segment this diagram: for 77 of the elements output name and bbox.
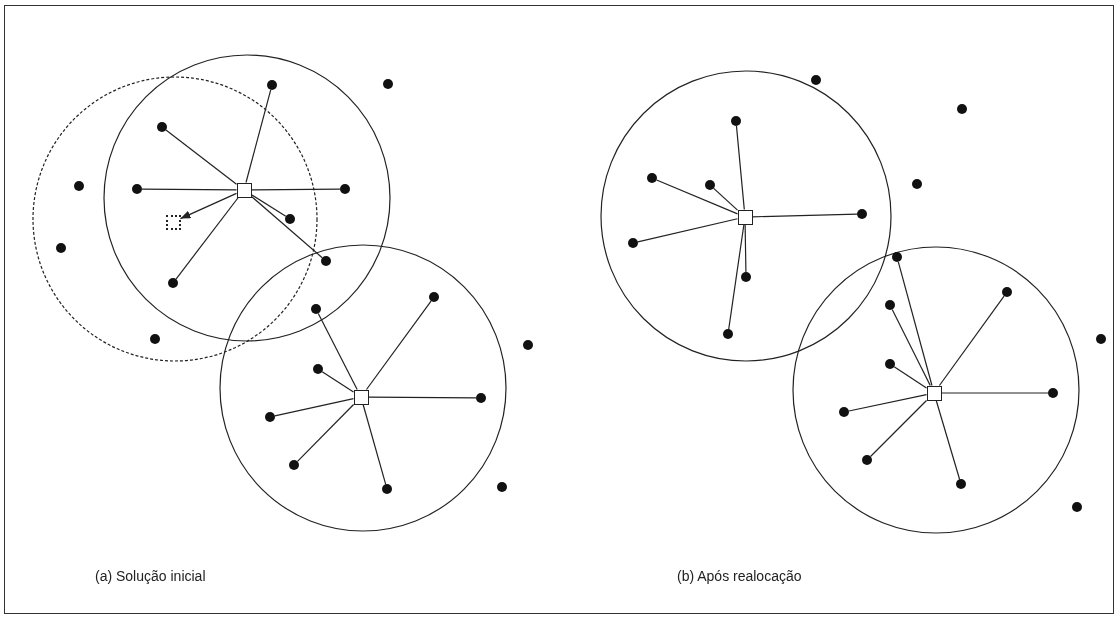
facility-square — [737, 209, 753, 225]
demand-point — [839, 407, 849, 417]
demand-point — [956, 479, 966, 489]
assignment-line — [367, 396, 477, 399]
demand-point — [340, 184, 350, 194]
assignment-line — [744, 223, 747, 273]
assignment-line — [728, 223, 745, 330]
demand-point — [497, 482, 507, 492]
demand-point — [731, 116, 741, 126]
facility-square — [353, 389, 369, 405]
assignment-line — [938, 295, 1005, 387]
demand-point — [383, 79, 393, 89]
assignment-line — [713, 187, 739, 211]
demand-point — [150, 334, 160, 344]
assignment-line — [365, 300, 432, 391]
assignment-line — [893, 366, 928, 389]
demand-point — [311, 304, 321, 314]
assignment-line — [250, 195, 323, 259]
relocation-arrow — [179, 192, 238, 220]
demand-point — [857, 209, 867, 219]
assignment-line — [869, 399, 928, 458]
demand-point — [723, 329, 733, 339]
assignment-line — [321, 371, 355, 393]
assignment-line — [274, 398, 355, 417]
demand-point — [265, 412, 275, 422]
assignment-line — [250, 188, 341, 191]
facility-square — [926, 385, 942, 401]
assignment-line — [751, 213, 858, 218]
demand-point — [628, 238, 638, 248]
demand-point — [289, 460, 299, 470]
demand-point — [705, 180, 715, 190]
assignment-line — [656, 179, 739, 215]
assignment-line — [940, 392, 1049, 394]
facility-square — [236, 182, 252, 198]
demand-point — [811, 75, 821, 85]
assignment-line — [165, 129, 238, 185]
demand-point — [1048, 388, 1058, 398]
demand-point — [885, 359, 895, 369]
assignment-line — [362, 403, 387, 485]
demand-point — [476, 393, 486, 403]
assignment-line — [296, 403, 355, 463]
assignment-line — [848, 393, 928, 412]
demand-point — [957, 104, 967, 114]
demand-point — [1002, 287, 1012, 297]
demand-point — [74, 181, 84, 191]
assignment-line — [891, 308, 931, 387]
demand-point — [157, 122, 167, 132]
demand-point — [741, 272, 751, 282]
demand-point — [1096, 334, 1106, 344]
assignment-line — [935, 399, 961, 480]
assignment-line — [245, 89, 272, 184]
panel-caption: (a) Solução inicial — [95, 568, 206, 584]
demand-point — [313, 364, 323, 374]
demand-point — [168, 278, 178, 288]
assignment-line — [175, 196, 239, 280]
demand-point — [429, 292, 439, 302]
demand-point — [862, 455, 872, 465]
assignment-line — [735, 125, 745, 211]
demand-point — [267, 80, 277, 90]
assignment-line — [141, 188, 238, 191]
demand-point — [1072, 502, 1082, 512]
demand-point — [56, 243, 66, 253]
new-facility-square — [165, 214, 181, 230]
assignment-line — [317, 312, 358, 391]
assignment-line — [250, 194, 287, 217]
demand-point — [892, 252, 902, 262]
panel-caption: (b) Após realocação — [677, 568, 802, 584]
demand-point — [132, 184, 142, 194]
demand-point — [912, 179, 922, 189]
demand-point — [647, 173, 657, 183]
demand-point — [382, 484, 392, 494]
demand-point — [321, 256, 331, 266]
assignment-line — [897, 261, 933, 387]
demand-point — [285, 214, 295, 224]
assignment-line — [637, 218, 739, 243]
demand-point — [523, 340, 533, 350]
demand-point — [885, 300, 895, 310]
